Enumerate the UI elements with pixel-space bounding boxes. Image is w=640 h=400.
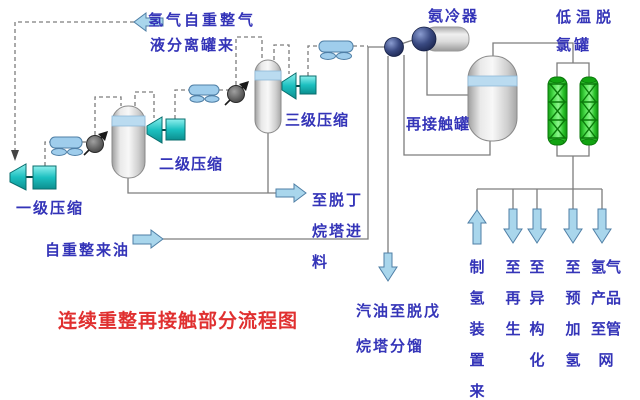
label-to-isomerization: 至 异 构 化 xyxy=(529,258,545,369)
label-dechlor-tank-line2: 氯罐 xyxy=(556,36,593,54)
label-h2-product-to-grid: 氢气 产品 至管 网 xyxy=(590,258,622,369)
mix-junction-sphere xyxy=(384,37,404,57)
junction-circle-1 xyxy=(83,131,108,156)
arrow-h2product-down xyxy=(592,208,612,244)
dechlor-column-2 xyxy=(579,76,599,146)
label-oil-feed: 自重整来油 xyxy=(45,241,131,259)
cooler-3 xyxy=(318,40,354,60)
pipe-discharge1 xyxy=(44,141,50,166)
feed-arrowhead xyxy=(11,150,19,161)
pipe-drum2-drain xyxy=(127,178,276,194)
solid-pipes xyxy=(127,39,603,253)
pipe-column-split xyxy=(556,62,590,77)
label-stage2-compression: 二级压缩 xyxy=(159,155,224,173)
dechlor-column-1 xyxy=(547,76,568,146)
suction-drum-3 xyxy=(254,59,282,134)
dechlor-columns xyxy=(547,76,599,146)
pipe-to-drum2 xyxy=(94,96,122,135)
label-dechlor-tank-line1: 低温脱 xyxy=(556,8,617,26)
cooler-1 xyxy=(49,136,83,156)
cooler-2 xyxy=(188,84,220,103)
compressor-stage2 xyxy=(146,116,186,144)
dashed-pipes xyxy=(14,21,368,166)
arrow-h2plant-up xyxy=(467,209,487,245)
arrow-regen-down xyxy=(503,208,523,244)
pipe-tank-top xyxy=(492,42,574,63)
pipe-oil-riser xyxy=(163,46,385,240)
arrow-h2-feed-left xyxy=(133,12,164,32)
label-h2-gas-feed-line2: 液分离罐来 xyxy=(150,36,236,54)
label-to-prehydrogenation: 至 预 加 氢 xyxy=(565,258,581,369)
label-h2-gas-feed-line1: 氢气自重整气 xyxy=(148,11,257,29)
compressor-stage3 xyxy=(281,72,317,100)
arrow-isom-down xyxy=(527,208,547,244)
compressors xyxy=(9,72,317,191)
label-recontact-tank: 再接触罐 xyxy=(406,115,471,133)
arrow-oil-right xyxy=(132,229,164,249)
label-to-debutanizer: 至脱丁 烷塔进 料 xyxy=(312,191,364,271)
label-stage1-compression: 一级压缩 xyxy=(16,199,85,217)
ammonia-cooler-shell xyxy=(411,26,470,52)
pipe-discharge3 xyxy=(307,45,319,76)
label-stage3-compression: 三级压缩 xyxy=(285,111,350,129)
label-from-h2-plant: 制 氢 装 置 来 xyxy=(469,258,485,400)
vessels xyxy=(111,26,518,179)
suction-drum-2 xyxy=(111,105,146,179)
arrow-prehydro-down xyxy=(563,208,583,244)
interstage-junctions xyxy=(83,81,249,156)
pipe-discharge2 xyxy=(174,89,189,119)
pipe-cooler-outlet xyxy=(426,51,469,96)
pipe-drum2-suction xyxy=(134,91,155,118)
pipe-column-collect xyxy=(556,145,590,157)
junction-circle-2 xyxy=(224,81,249,106)
stream-arrows xyxy=(132,12,612,282)
label-to-regeneration: 至 再 生 xyxy=(505,258,521,338)
pipe-drum3-suction xyxy=(273,44,290,74)
air-coolers xyxy=(49,40,354,156)
arrow-gasoline-down xyxy=(378,252,398,282)
arrow-debutanizer-right xyxy=(275,183,307,203)
compressor-stage1 xyxy=(9,163,57,191)
pipe-to-drum3 xyxy=(235,36,263,85)
pipe-tank-bottom xyxy=(403,55,491,156)
cooler-head-sphere xyxy=(411,26,437,52)
diagram-title: 连续重整再接触部分流程图 xyxy=(58,310,299,332)
label-ammonia-cooler: 氨冷器 xyxy=(428,7,480,25)
recontact-tank xyxy=(467,55,518,142)
label-gasoline-to-depentanizer: 汽油至脱戊 烷塔分馏 xyxy=(356,302,442,355)
